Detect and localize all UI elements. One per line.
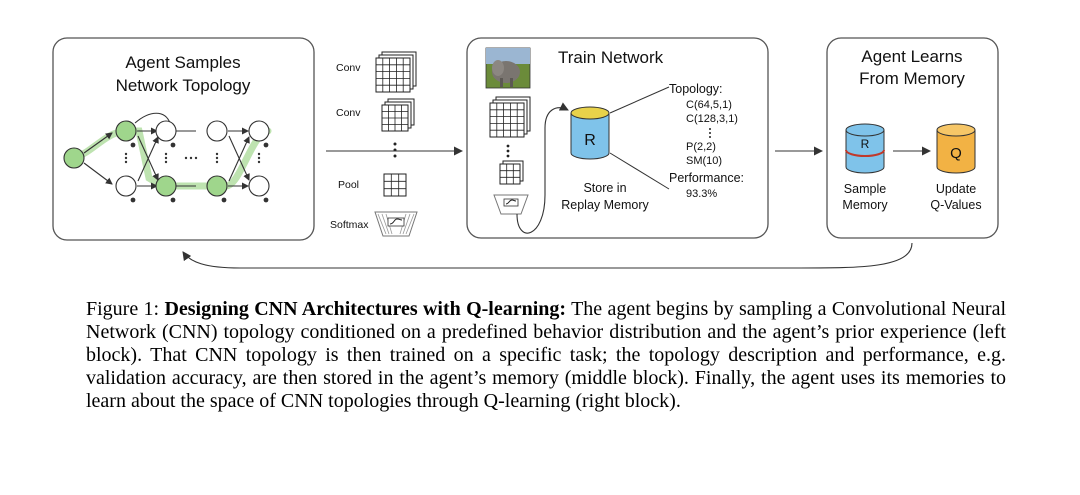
- network-stack-softmax: [493, 194, 529, 215]
- update-line1: Update: [936, 182, 976, 196]
- topology-item-2: C(128,3,1): [686, 113, 738, 125]
- middle-panel-border: [466, 37, 769, 239]
- network-graph: [63, 112, 272, 203]
- arrow-network-to-memory: [516, 102, 569, 234]
- leader-line-topology: [609, 86, 670, 114]
- sample-memory-cylinder-label: R: [861, 137, 870, 151]
- right-panel-title-line2: From Memory: [859, 69, 965, 88]
- node-l4-top: [248, 120, 270, 142]
- conv1-label: Conv: [336, 62, 361, 74]
- node-l3-top: [206, 120, 228, 142]
- input-image-icon: [485, 47, 531, 89]
- middle-panel-title: Train Network: [558, 48, 664, 67]
- replay-memory-cylinder: R: [570, 106, 610, 160]
- figure-diagram: Agent Samples Network Topology: [52, 37, 999, 269]
- figure-caption: Figure 1: Designing CNN Architectures wi…: [86, 298, 1006, 413]
- leader-line-performance: [609, 152, 670, 190]
- node-l2-bottom: [155, 175, 177, 197]
- network-stack-conv1: [489, 96, 531, 138]
- pool-label: Pool: [338, 179, 359, 191]
- pool-grid-icon: [383, 173, 407, 197]
- ellipsis-dots: [124, 152, 261, 164]
- conv1-cube-icon: [375, 51, 417, 93]
- left-panel: Agent Samples Network Topology: [52, 37, 315, 241]
- performance-value: 93.3%: [686, 188, 717, 200]
- node-l1-top: [115, 120, 137, 142]
- conv2-cube-icon: [381, 98, 415, 132]
- topology-item-4: SM(10): [686, 155, 722, 167]
- topology-header: Topology:: [669, 82, 723, 96]
- node-l2-top: [155, 120, 177, 142]
- right-panel-title-line1: Agent Learns: [861, 47, 962, 66]
- right-panel-border: [826, 37, 999, 239]
- network-stack-ellipsis: [506, 144, 510, 158]
- softmax-label: Softmax: [330, 219, 369, 231]
- layer-legend: Conv Conv Pool Softmax: [330, 51, 418, 237]
- right-panel: Agent Learns From Memory R Q Sample Memo…: [826, 37, 999, 239]
- left-panel-title-line1: Agent Samples: [125, 53, 240, 72]
- performance-header: Performance:: [669, 171, 744, 185]
- caption-label: Figure 1:: [86, 298, 160, 320]
- topology-item-3: P(2,2): [686, 141, 716, 153]
- softmax-icon: [374, 211, 418, 237]
- conv2-label: Conv: [336, 107, 361, 119]
- middle-panel: Train Network: [466, 37, 769, 239]
- feedback-loop-arrow: [182, 242, 913, 269]
- start-node: [63, 147, 85, 169]
- sample-line1: Sample: [844, 182, 886, 196]
- replay-memory-cylinder-label: R: [584, 132, 596, 149]
- store-line1: Store in: [583, 181, 626, 195]
- node-l4-bottom: [248, 175, 270, 197]
- legend-ellipsis: [393, 142, 397, 158]
- node-l1-bottom: [115, 175, 137, 197]
- caption-body: The agent begins by sampling a Convoluti…: [86, 298, 1007, 412]
- store-line2: Replay Memory: [561, 198, 649, 212]
- node-l3-bottom: [206, 175, 228, 197]
- sample-line2: Memory: [842, 198, 888, 212]
- caption-title: Designing CNN Architectures with Q-learn…: [164, 298, 567, 320]
- sample-memory-cylinder: R: [845, 123, 885, 174]
- left-panel-title-line2: Network Topology: [116, 76, 251, 95]
- q-values-cylinder: Q: [936, 123, 976, 174]
- network-stack-conv2: [499, 160, 524, 185]
- topology-ellipsis: [709, 128, 711, 138]
- q-values-cylinder-label: Q: [950, 145, 962, 162]
- topology-item-1: C(64,5,1): [686, 99, 732, 111]
- update-line2: Q-Values: [930, 198, 981, 212]
